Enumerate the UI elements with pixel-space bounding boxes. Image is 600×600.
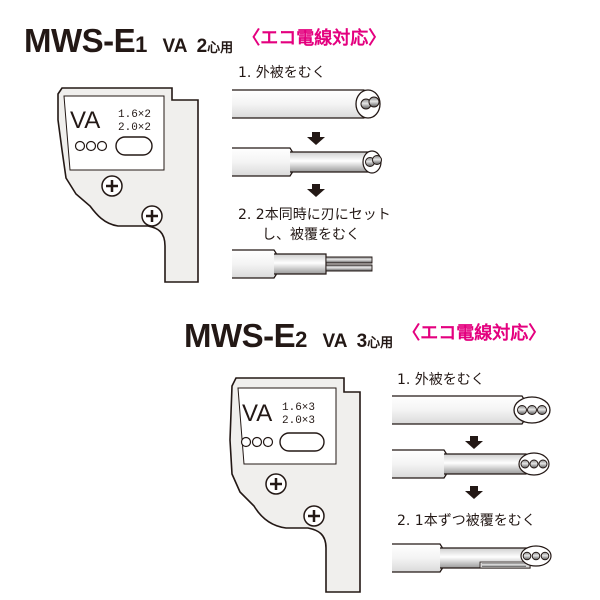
p2-cable-stage3	[392, 543, 552, 573]
p2-arrow-1	[465, 436, 483, 449]
p2-arrow-2	[465, 486, 483, 499]
product2-va-num: 3	[356, 331, 368, 352]
product1-va-num: 2	[196, 36, 208, 57]
product2-model: MWS-E	[184, 317, 296, 354]
product1-title: MWS-E1 VA 2心用 〈エコ電線対応〉	[24, 22, 386, 60]
p1-cable-stage2	[232, 147, 382, 177]
tool2-size-2: 2.0×3	[282, 415, 315, 427]
product2-step2-text: 2. 1本ずつ被覆をむく	[397, 513, 536, 529]
p2-cable-stage1	[392, 395, 551, 425]
tool1-blade-holes	[74, 136, 153, 156]
product1-model-num: 1	[135, 32, 148, 57]
tool1-size-2: 2.0×2	[118, 122, 151, 134]
product2-eco-label: 〈エコ電線対応〉	[402, 323, 547, 344]
product1-va-suffix: 心用	[207, 41, 234, 56]
product2-va-suffix: 心用	[367, 336, 394, 351]
tool1-screw-1	[101, 175, 123, 197]
product1-model: MWS-E	[24, 22, 136, 59]
product1-step2-line1: 2. 2本同時に刃にセット	[238, 207, 391, 223]
product2-title: MWS-E2 VA 3心用 〈エコ電線対応〉	[184, 317, 546, 355]
tool2-size-1: 1.6×3	[282, 402, 315, 414]
product2-step1-text: 1. 外被をむく	[397, 372, 485, 388]
product2-va: VA	[322, 331, 348, 352]
product1-va: VA	[162, 36, 188, 57]
tool2-blade-holes	[240, 432, 325, 452]
product1-step1-text: 1. 外被をむく	[238, 65, 326, 81]
tool1-va-label: VA	[70, 107, 100, 134]
p2-cable-stage2	[392, 449, 550, 479]
p1-arrow-2	[307, 184, 325, 197]
p1-cable-stage3	[232, 249, 373, 279]
tool2-va-label: VA	[242, 400, 272, 427]
product1-eco-label: 〈エコ電線対応〉	[242, 28, 387, 49]
tool2-screw-2	[303, 505, 325, 527]
product1-step2-line2: し、被覆をむく	[262, 227, 360, 243]
product2-model-num: 2	[295, 327, 308, 352]
tool1-size-1: 1.6×2	[118, 109, 151, 121]
tool2-screw-1	[265, 473, 287, 495]
tool1-screw-2	[141, 205, 163, 227]
p1-arrow-1	[307, 132, 325, 145]
p1-cable-stage1	[232, 89, 381, 119]
